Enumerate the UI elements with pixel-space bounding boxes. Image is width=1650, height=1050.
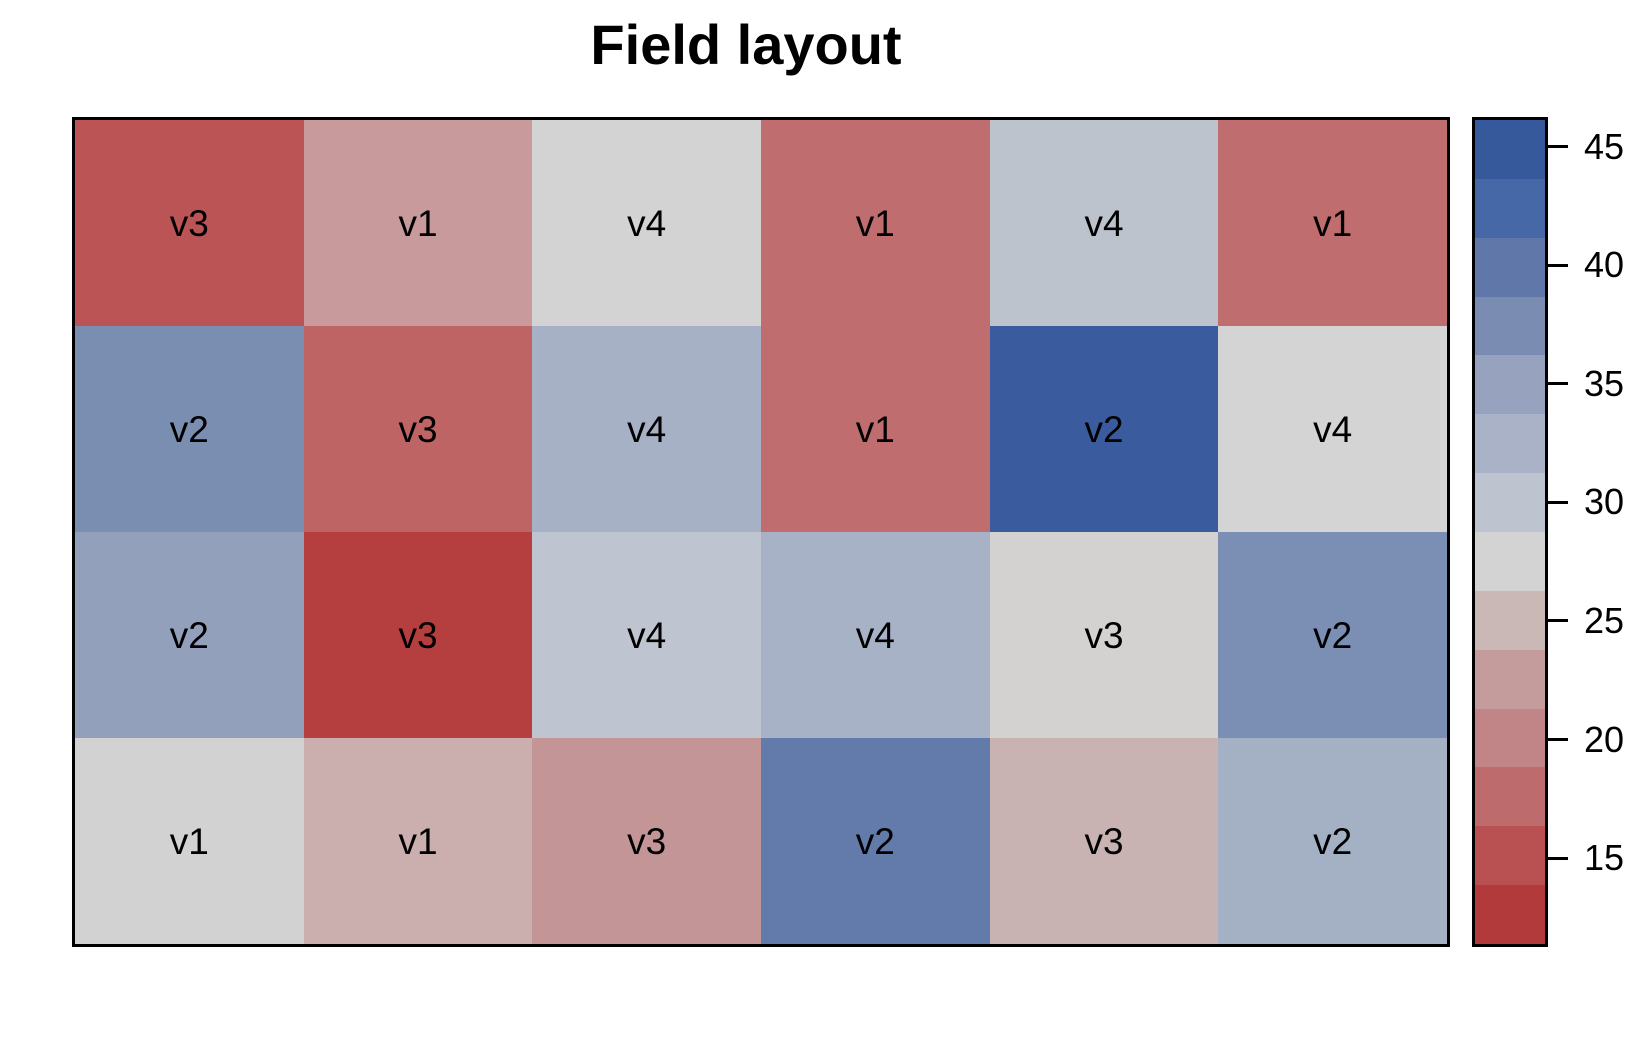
colorbar-segment (1475, 355, 1545, 415)
colorbar-segment (1475, 120, 1545, 179)
colorbar-tick-mark (1548, 500, 1568, 504)
heatmap-cell: v2 (75, 326, 304, 532)
colorbar-segment (1475, 767, 1545, 827)
heatmap-cell-label: v2 (169, 614, 209, 656)
colorbar-tick-label: 45 (1584, 125, 1625, 167)
heatmap-cell-label: v4 (855, 614, 895, 656)
colorbar-tick-mark (1548, 619, 1568, 623)
heatmap-cell-label: v4 (1084, 202, 1124, 244)
heatmap-cell: v3 (532, 738, 761, 944)
heatmap-cell-label: v4 (627, 614, 667, 656)
colorbar-tick-mark (1548, 263, 1568, 267)
heatmap-cell: v4 (989, 120, 1219, 326)
heatmap-cell: v2 (1218, 738, 1447, 944)
colorbar-tick-mark (1548, 856, 1568, 860)
heatmap-cell-label: v3 (398, 408, 438, 450)
colorbar-tick-mark (1548, 738, 1568, 741)
colorbar-tick-label: 40 (1584, 244, 1625, 286)
colorbar-segment (1475, 237, 1545, 297)
heatmap-cell-label: v3 (627, 820, 667, 862)
colorbar-tick-label: 25 (1584, 599, 1625, 641)
heatmap-cell: v1 (303, 738, 533, 944)
colorbar-segment (1475, 178, 1545, 238)
heatmap-cell-label: v3 (1084, 614, 1124, 656)
colorbar-segment (1475, 885, 1545, 945)
heatmap-cell-label: v1 (855, 408, 895, 450)
colorbar-segment (1475, 532, 1545, 591)
heatmap-cell: v3 (989, 532, 1219, 738)
colorbar-segment (1475, 590, 1545, 650)
heatmap-cell-label: v1 (169, 820, 209, 862)
colorbar-tick-label: 35 (1584, 362, 1625, 404)
heatmap-cell-label: v4 (1313, 408, 1353, 450)
heatmap-cell: v1 (1218, 120, 1447, 326)
heatmap-cell-label: v2 (1313, 614, 1353, 656)
colorbar-tick-label: 30 (1584, 481, 1625, 523)
colorbar-tick-mark (1548, 382, 1568, 386)
heatmap-cell: v3 (75, 120, 304, 326)
heatmap-cell-label: v3 (398, 614, 438, 656)
heatmap-cell-label: v2 (1084, 408, 1124, 450)
heatmap-cell-label: v2 (1313, 820, 1353, 862)
heatmap-cell-label: v3 (1084, 820, 1124, 862)
colorbar-tick-mark (1548, 145, 1568, 149)
heatmap-cell: v4 (532, 532, 761, 738)
heatmap-cell-label: v1 (855, 202, 895, 244)
colorbar (1472, 117, 1548, 947)
colorbar-segment (1475, 296, 1545, 356)
colorbar-segment (1475, 473, 1545, 533)
heatmap-cell: v2 (989, 326, 1219, 532)
heatmap-cell-label: v2 (855, 820, 895, 862)
colorbar-segment (1475, 708, 1545, 768)
heatmap-cell-label: v1 (398, 820, 438, 862)
heatmap-cell: v2 (75, 532, 304, 738)
heatmap-cell-label: v3 (169, 202, 209, 244)
heatmap-cell: v1 (303, 120, 533, 326)
heatmap-cell: v4 (1218, 326, 1447, 532)
heatmap-cell: v1 (75, 738, 304, 944)
heatmap-cell: v2 (761, 738, 990, 944)
heatmap-cell-label: v1 (398, 202, 438, 244)
chart-title: Field layout (590, 13, 902, 76)
heatmap-cell: v1 (761, 120, 990, 326)
heatmap-cell-label: v4 (627, 408, 667, 450)
heatmap-cell: v4 (761, 532, 990, 738)
colorbar-segment (1475, 826, 1545, 886)
colorbar-segment (1475, 649, 1545, 709)
heatmap-cell: v4 (532, 120, 761, 326)
colorbar-tick-label: 20 (1584, 718, 1625, 760)
heatmap-cell: v3 (303, 532, 533, 738)
heatmap-cell: v3 (303, 326, 533, 532)
heatmap-cell: v3 (989, 738, 1219, 944)
heatmap-cell: v2 (1218, 532, 1447, 738)
heatmap-cell-label: v2 (169, 408, 209, 450)
heatmap-cell-label: v1 (1313, 202, 1353, 244)
colorbar-tick-label: 15 (1584, 837, 1625, 879)
heatmap-cell: v4 (532, 326, 761, 532)
heatmap-cell-label: v4 (627, 202, 667, 244)
colorbar-segment (1475, 414, 1545, 474)
heatmap-cell: v1 (761, 326, 990, 532)
heatmap-grid: v3 v1 v4 v1 v4 v1 v2 v3 v4 v1 v2 v4 v2 v3 v4 v4 v3 v2 v1 v1… (72, 117, 1450, 947)
